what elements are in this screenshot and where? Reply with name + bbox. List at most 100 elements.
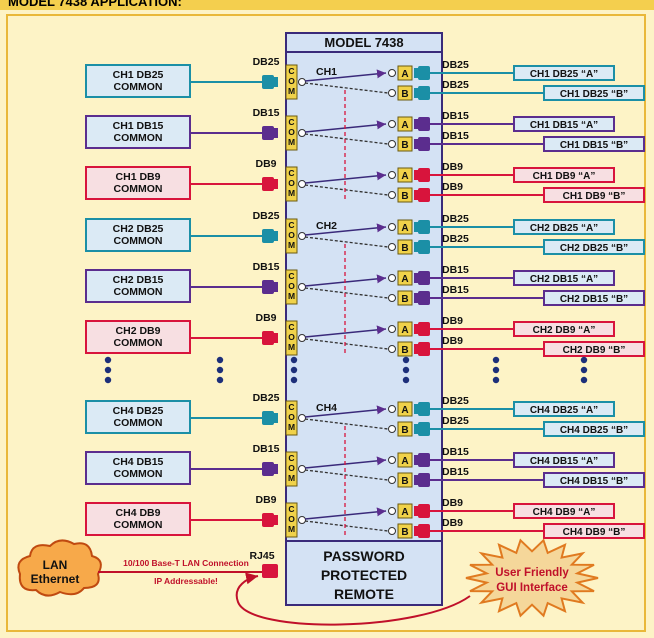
dest-b-box — [543, 421, 645, 437]
dest-b-box — [543, 136, 645, 152]
dest-b-box — [543, 239, 645, 255]
dest-a-label: CH4 DB25 “A” — [530, 405, 598, 416]
port-b-box — [397, 472, 413, 488]
port-b-letter: B — [401, 243, 408, 254]
dest-b-label: CH2 DB25 “B” — [560, 243, 628, 254]
ellipsis-dot — [402, 376, 410, 384]
connector-pins — [274, 179, 278, 189]
port-a-terminal — [388, 456, 396, 464]
com-terminal — [298, 334, 306, 342]
gui-starburst-line2: GUI Interface — [496, 582, 568, 594]
port-a-terminal — [388, 171, 396, 179]
com-letter: O — [288, 514, 295, 524]
ellipsis-dot — [290, 366, 298, 374]
port-b-terminal — [388, 345, 396, 353]
connector-pins — [414, 119, 418, 129]
connector-pins — [274, 231, 278, 241]
port-a-box — [397, 321, 413, 337]
connector-plug — [418, 473, 430, 487]
port-a-box — [397, 167, 413, 183]
com-letter: C — [288, 220, 294, 230]
connector-plug — [418, 168, 430, 182]
connector-plug — [418, 291, 430, 305]
dest-connector-b-label: DB9 — [442, 517, 463, 529]
dest-a-label: CH2 DB25 “A” — [530, 223, 598, 234]
source-box-label: CH2 DB25 — [113, 223, 164, 235]
dest-connector-b-label: DB15 — [442, 466, 469, 478]
switch-standby-path — [304, 469, 389, 481]
connector-plug — [418, 504, 430, 518]
dest-b-label: CH1 DB25 “B” — [560, 89, 628, 100]
com-letter: M — [288, 422, 295, 432]
source-box-label: CH4 DB9 — [116, 507, 161, 519]
ellipsis-dot — [580, 376, 588, 384]
dest-connector-b-label: DB9 — [442, 181, 463, 193]
port-a-letter: A — [401, 120, 408, 131]
port-b-box — [397, 239, 413, 255]
connector-pins — [274, 413, 278, 423]
com-letter: M — [288, 86, 295, 96]
source-box-sublabel: COMMON — [114, 468, 163, 480]
switch-standby-path — [304, 82, 389, 94]
header-bar: MODEL 7438 APPLICATION: — [0, 0, 654, 10]
com-port — [285, 451, 298, 487]
channel-label: CH2 — [316, 220, 337, 232]
connector-plug — [418, 220, 430, 234]
dest-connector-b-label: DB25 — [442, 415, 469, 427]
port-a-terminal — [388, 223, 396, 231]
connector-pins — [414, 475, 418, 485]
dest-connector-a-label: DB15 — [442, 110, 469, 122]
connector-plug — [418, 117, 430, 131]
port-b-box — [397, 187, 413, 203]
switch-active-path — [304, 325, 387, 338]
com-terminal — [298, 414, 306, 422]
port-b-box — [397, 523, 413, 539]
dest-b-label: CH1 DB9 “B” — [563, 191, 626, 202]
switch-standby-path — [304, 236, 389, 248]
source-box-sublabel: COMMON — [114, 417, 163, 429]
header-title: MODEL 7438 APPLICATION: — [8, 0, 182, 9]
ellipsis-dot — [580, 366, 588, 374]
lan-ip-label: IP Addressable! — [154, 576, 218, 586]
ellipsis-dot — [104, 366, 112, 374]
connector-pins — [414, 68, 418, 78]
dest-b-box — [543, 187, 645, 203]
ellipsis-dot — [402, 366, 410, 374]
port-b-terminal — [388, 476, 396, 484]
connector-plug — [418, 342, 430, 356]
rj45-port — [262, 564, 278, 578]
port-b-terminal — [388, 89, 396, 97]
dest-a-label: CH4 DB9 “A” — [533, 507, 596, 518]
port-a-box — [397, 503, 413, 519]
lan-cloud-label: LAN — [43, 558, 68, 572]
dest-b-label: CH4 DB9 “B” — [563, 527, 626, 538]
port-b-box — [397, 290, 413, 306]
com-letter: O — [288, 127, 295, 137]
port-a-letter: A — [401, 274, 408, 285]
connector-plug — [262, 75, 274, 89]
source-box-sublabel: COMMON — [114, 132, 163, 144]
ellipsis-dot — [290, 356, 298, 364]
ellipsis-dot — [216, 376, 224, 384]
com-letter: M — [288, 473, 295, 483]
connector-plug — [418, 240, 430, 254]
port-a-box — [397, 219, 413, 235]
com-letter: C — [288, 117, 294, 127]
dest-connector-a-label: DB15 — [442, 446, 469, 458]
com-letter: C — [288, 168, 294, 178]
source-box — [85, 218, 191, 252]
connector-pins — [414, 170, 418, 180]
com-terminal — [298, 180, 306, 188]
com-port — [285, 64, 298, 100]
port-a-letter: A — [401, 507, 408, 518]
com-port — [285, 502, 298, 538]
source-box-label: CH4 DB25 — [113, 405, 164, 417]
source-connector-label: DB9 — [255, 158, 276, 170]
com-letter: C — [288, 322, 294, 332]
dest-b-box — [543, 472, 645, 488]
source-box — [85, 502, 191, 536]
switch-standby-path — [304, 418, 389, 430]
port-a-letter: A — [401, 456, 408, 467]
connector-plug — [418, 66, 430, 80]
connector-pins — [274, 128, 278, 138]
